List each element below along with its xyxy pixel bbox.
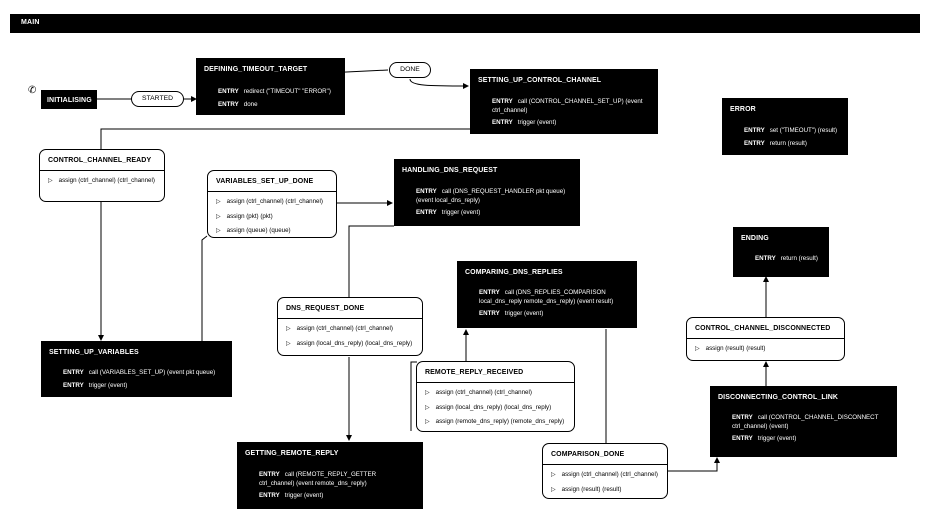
diagram-header: MAIN <box>10 14 920 33</box>
state-title: GETTING_REMOTE_REPLY <box>245 450 339 457</box>
triangle-right-icon: ▷ <box>216 213 221 220</box>
edge-cd-disconnecting <box>667 457 720 472</box>
state-title: ENDING <box>741 235 769 242</box>
assign-action: ▷assign (pkt) (pkt) <box>216 212 273 220</box>
triangle-right-icon: ▷ <box>551 486 556 493</box>
assign-action: ▷assign (queue) (queue) <box>216 227 291 235</box>
assign-action: ▷assign (local_dns_reply) (local_dns_rep… <box>425 403 552 411</box>
state-control-channel-ready[interactable]: CONTROL_CHANNEL_READY ▷assign (ctrl_chan… <box>39 149 165 202</box>
edge-getting-rrr <box>410 361 417 431</box>
assign-action: ▷assign (ctrl_channel) (ctrl_channel) <box>425 389 532 397</box>
edge-setting-vars-vsud <box>201 235 208 342</box>
triangle-right-icon: ▷ <box>48 178 53 185</box>
state-title: CONTROL_CHANNEL_READY <box>40 150 164 172</box>
state-title: REMOTE_REPLY_RECEIVED <box>417 362 574 384</box>
state-title: DNS_REQUEST_DONE <box>278 298 422 320</box>
state-title: INITIALISING <box>47 97 92 104</box>
assign-action: ▷assign (ctrl_channel) (ctrl_channel) <box>286 325 393 333</box>
assign-action: ▷assign (ctrl_channel) (ctrl_channel) <box>551 471 658 479</box>
state-title: DEFINING_TIMEOUT_TARGET <box>204 66 308 73</box>
triangle-right-icon: ▷ <box>551 472 556 479</box>
state-title: CONTROL_CHANNEL_DISCONNECTED <box>687 318 844 340</box>
assign-action: ▷assign (local_dns_reply) (local_dns_rep… <box>286 339 413 347</box>
triangle-right-icon: ▷ <box>216 199 221 206</box>
event-done[interactable]: DONE <box>389 62 431 78</box>
edge-setup-ctrl-ready <box>100 128 470 150</box>
triangle-right-icon: ▷ <box>695 346 700 353</box>
triangle-right-icon: ▷ <box>425 390 430 397</box>
assign-action: ▷assign (result) (result) <box>551 485 622 493</box>
state-title: SETTING_UP_CONTROL_CHANNEL <box>478 77 602 84</box>
state-comparison-done[interactable]: COMPARISON_DONE ▷assign (ctrl_channel) (… <box>542 443 668 499</box>
triangle-right-icon: ▷ <box>425 419 430 426</box>
state-initialising[interactable]: INITIALISING <box>41 90 97 109</box>
phone-icon: ✆ <box>28 85 37 96</box>
triangle-right-icon: ▷ <box>286 326 291 333</box>
diagram-title: MAIN <box>21 19 40 26</box>
triangle-right-icon: ▷ <box>425 404 430 411</box>
state-title: DISCONNECTING_CONTROL_LINK <box>718 394 839 401</box>
assign-action: ▷assign (ctrl_channel) (ctrl_channel) <box>216 198 323 206</box>
edge-handling-dnsreq <box>348 225 394 298</box>
state-dns-request-done[interactable]: DNS_REQUEST_DONE ▷assign (ctrl_channel) … <box>277 297 423 356</box>
triangle-right-icon: ▷ <box>216 228 221 235</box>
state-title: COMPARING_DNS_REPLIES <box>465 269 563 276</box>
event-started[interactable]: STARTED <box>131 91 184 107</box>
state-title: COMPARISON_DONE <box>543 444 667 466</box>
state-variables-set-up-done[interactable]: VARIABLES_SET_UP_DONE ▷assign (ctrl_chan… <box>207 170 337 238</box>
edge-done-setup-ctrl <box>409 78 469 89</box>
state-title: VARIABLES_SET_UP_DONE <box>208 171 336 193</box>
state-remote-reply-received[interactable]: REMOTE_REPLY_RECEIVED ▷assign (ctrl_chan… <box>416 361 575 432</box>
state-title: HANDLING_DNS_REQUEST <box>402 167 498 174</box>
assign-action: ▷assign (ctrl_channel) (ctrl_channel) <box>48 177 155 185</box>
state-control-channel-disconnected[interactable]: CONTROL_CHANNEL_DISCONNECTED ▷assign (re… <box>686 317 845 361</box>
state-title: SETTING_UP_VARIABLES <box>49 349 139 356</box>
assign-action: ▷assign (remote_dns_reply) (remote_dns_r… <box>425 418 565 426</box>
triangle-right-icon: ▷ <box>286 340 291 347</box>
assign-action: ▷assign (result) (result) <box>695 345 766 353</box>
state-title: ERROR <box>730 106 756 113</box>
